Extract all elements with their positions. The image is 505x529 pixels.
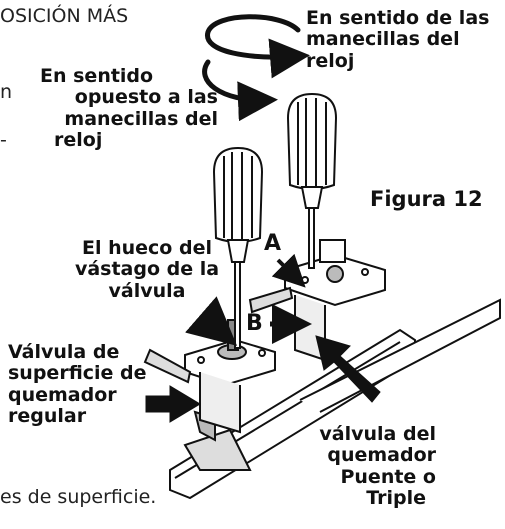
rotation-arrows-icon — [202, 14, 310, 122]
label-a: A — [264, 231, 282, 256]
label-bridge-valve: válvula del quemador Puente o Triple — [319, 423, 436, 509]
label-stem-notch: El hueco del vástago de la válvula — [74, 237, 220, 302]
label-counterclockwise: En sentido opuesto a las manecillas del … — [40, 65, 218, 151]
regular-burner-valve — [143, 319, 276, 434]
callout-arrows — [145, 253, 381, 423]
label-clockwise: En sentido de las manecillas del reloj — [306, 7, 490, 72]
footer-fragment: es de superficie. — [0, 486, 157, 508]
stray-mark-2: - — [0, 129, 7, 151]
label-b: B — [246, 311, 263, 336]
figure-label: Figura 12 — [370, 187, 483, 211]
stray-mark-1: n — [0, 81, 13, 103]
label-regular-valve: Válvula de superficie de quemador regula… — [8, 341, 147, 427]
screwdriver-left-icon — [212, 146, 264, 349]
screwdriver-right-icon — [286, 92, 338, 269]
header-fragment: OSICIÓN MÁS — [0, 5, 129, 27]
